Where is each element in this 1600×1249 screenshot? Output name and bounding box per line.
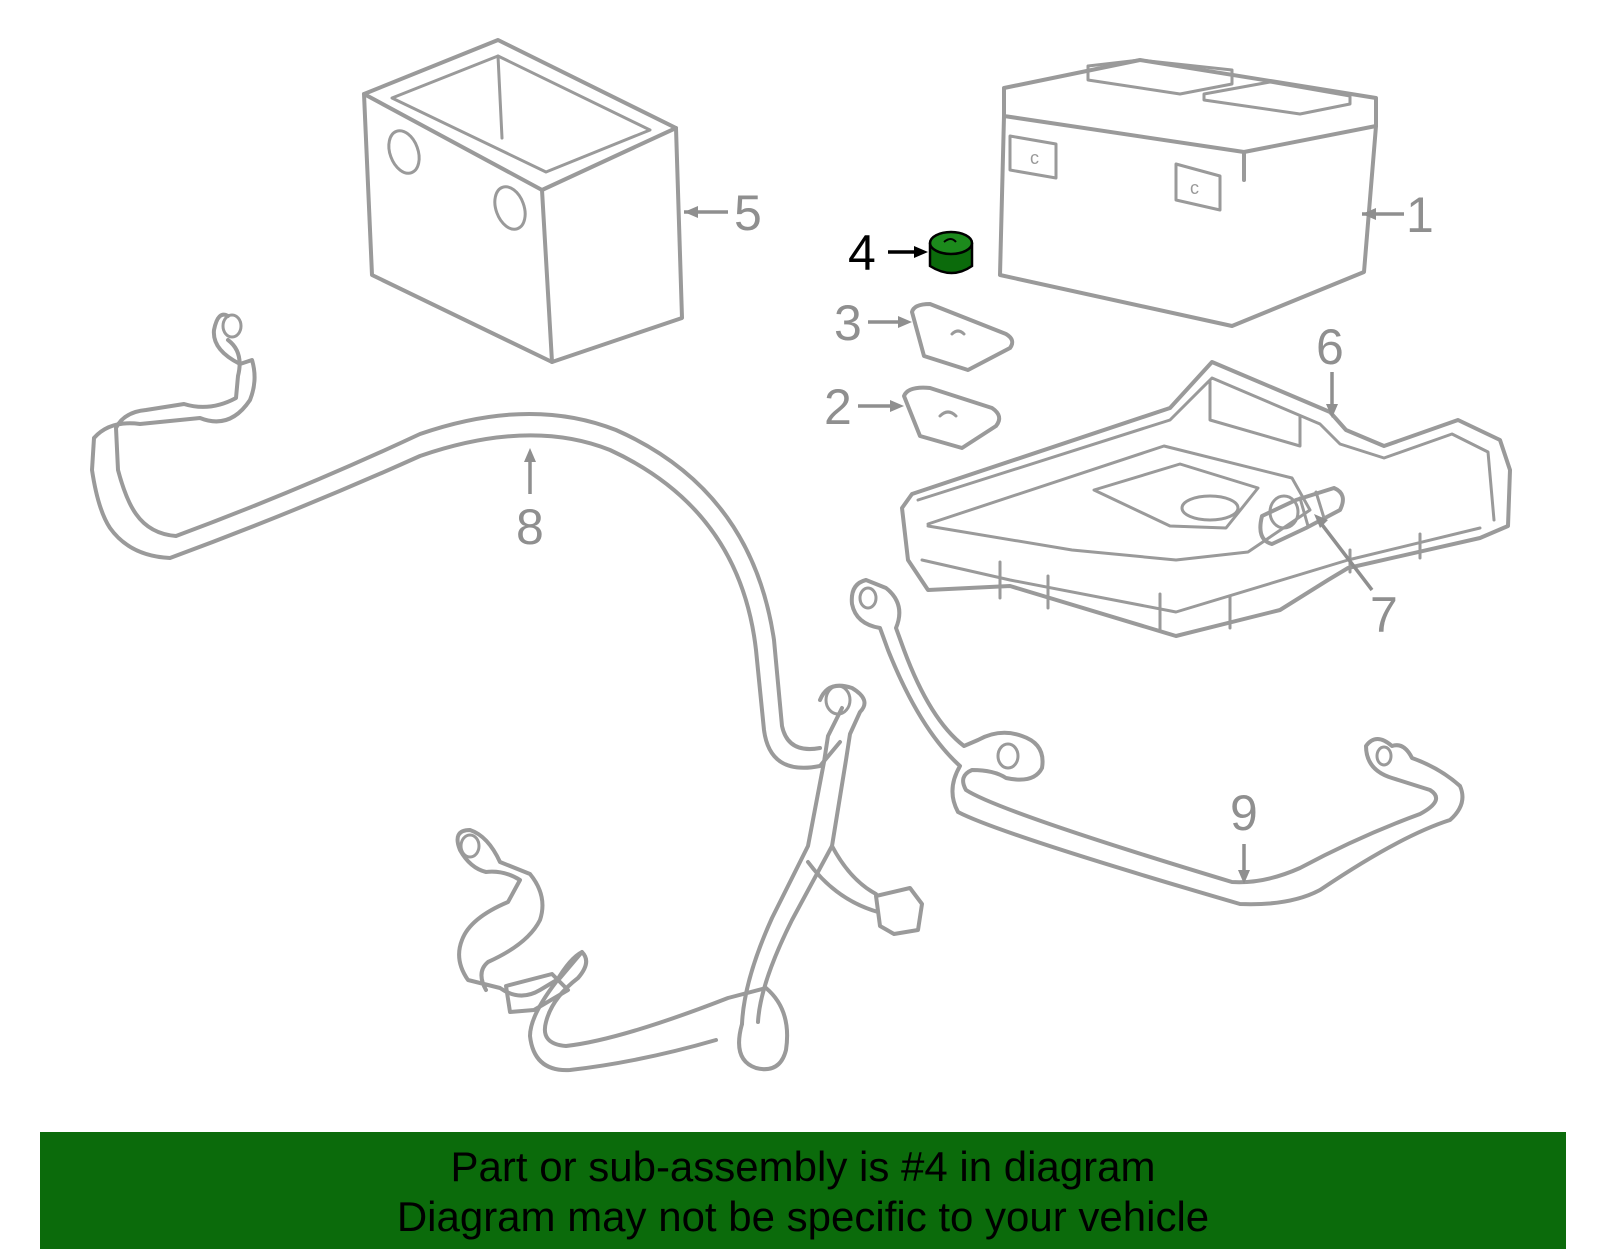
callout-labels: 5 1 4 3 2 6 7 8 9 — [516, 185, 1434, 841]
svg-text:c: c — [1190, 178, 1199, 198]
part-3-wedge[interactable] — [910, 302, 1015, 372]
part-5-battery-box[interactable] — [362, 38, 684, 364]
banner-line-disclaimer: Diagram may not be specific to your vehi… — [396, 1193, 1210, 1240]
callout-label-5: 5 — [734, 185, 762, 241]
callout-label-9: 9 — [1230, 785, 1258, 841]
callout-label-3: 3 — [834, 295, 862, 351]
part-2-wedge[interactable] — [902, 385, 1002, 450]
part-4-retainer[interactable] — [928, 230, 974, 275]
callout-label-8: 8 — [516, 499, 544, 555]
info-banner: Part or sub-assembly is #4 in diagram Di… — [40, 1132, 1566, 1249]
part-6-battery-tray[interactable] — [900, 360, 1512, 638]
svg-text:c: c — [1030, 148, 1039, 168]
part-7-bolt[interactable] — [1258, 486, 1345, 546]
callout-arrows — [524, 206, 1404, 884]
callout-label-6: 6 — [1316, 319, 1344, 375]
part-9-ground-cable[interactable] — [849, 578, 1465, 907]
part-8-cable-harness[interactable] — [90, 312, 924, 1073]
callout-label-4: 4 — [848, 225, 876, 281]
callout-label-2: 2 — [824, 379, 852, 435]
banner-line-part: Part or sub-assembly is #4 in diagram — [450, 1143, 1156, 1190]
callout-label-7: 7 — [1370, 587, 1398, 643]
part-1-battery[interactable]: c c — [998, 58, 1378, 328]
callout-label-1: 1 — [1406, 187, 1434, 243]
